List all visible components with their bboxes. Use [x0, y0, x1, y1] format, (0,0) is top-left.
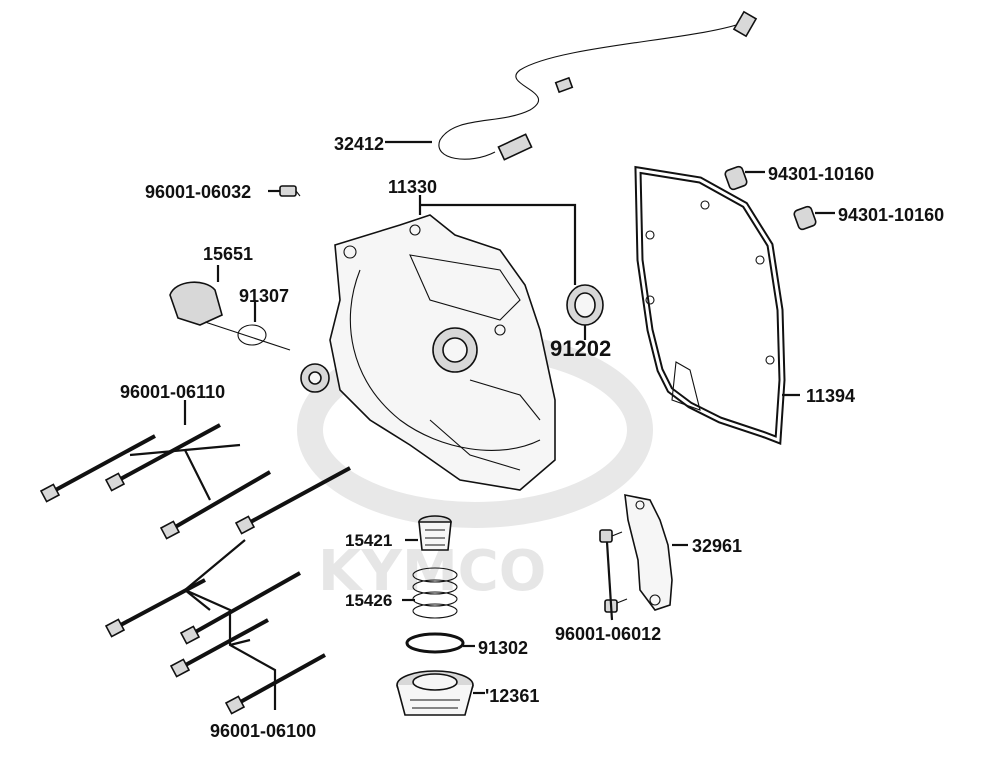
bracket-32961	[624, 493, 673, 611]
o-ring-91302	[405, 632, 465, 654]
drain-cap-12361	[396, 670, 474, 716]
oil-seal-91202	[566, 284, 604, 326]
label-15651: 15651	[203, 244, 253, 264]
label-94301-b: 94301-10160	[838, 205, 944, 225]
label-91202: 91202	[550, 336, 611, 361]
strainer-15421	[418, 515, 452, 551]
screw-pair-96001-06012	[599, 529, 628, 613]
screw-96001-06032	[279, 185, 301, 197]
leader-96001-06012	[605, 541, 614, 621]
label-96001-06100: 96001-06100	[210, 721, 316, 741]
label-11394: 11394	[806, 386, 855, 406]
label-15426: 15426	[345, 591, 392, 610]
o-ring-91307	[237, 324, 267, 346]
label-12361: '12361	[485, 686, 539, 706]
crankcase-cover-11330	[300, 214, 556, 491]
label-96001-06012: 96001-06012	[555, 624, 661, 644]
gasket-11394	[634, 165, 786, 445]
label-96001-06110: 96001-06110	[120, 382, 225, 402]
label-15421: 15421	[345, 531, 392, 550]
label-91302: 91302	[478, 638, 528, 658]
label-94301-a: 94301-10160	[768, 164, 874, 184]
label-32412: 32412	[334, 134, 384, 154]
cable-32412	[438, 10, 758, 161]
label-11330: 11330	[388, 177, 437, 197]
label-96001-06032: 96001-06032	[145, 182, 251, 202]
label-91307: 91307	[239, 286, 289, 306]
bolt-group-96001-06110	[39, 423, 351, 540]
leader-11330	[418, 195, 577, 285]
leader-96001-06110	[129, 400, 241, 501]
bolt-group-96001-06100	[104, 571, 326, 715]
dipstick-15651	[169, 281, 291, 351]
leader-96001-06100	[182, 539, 277, 710]
dowel-pin-b	[793, 205, 817, 231]
label-32961: 32961	[692, 536, 742, 556]
dowel-pin-a	[724, 165, 748, 191]
